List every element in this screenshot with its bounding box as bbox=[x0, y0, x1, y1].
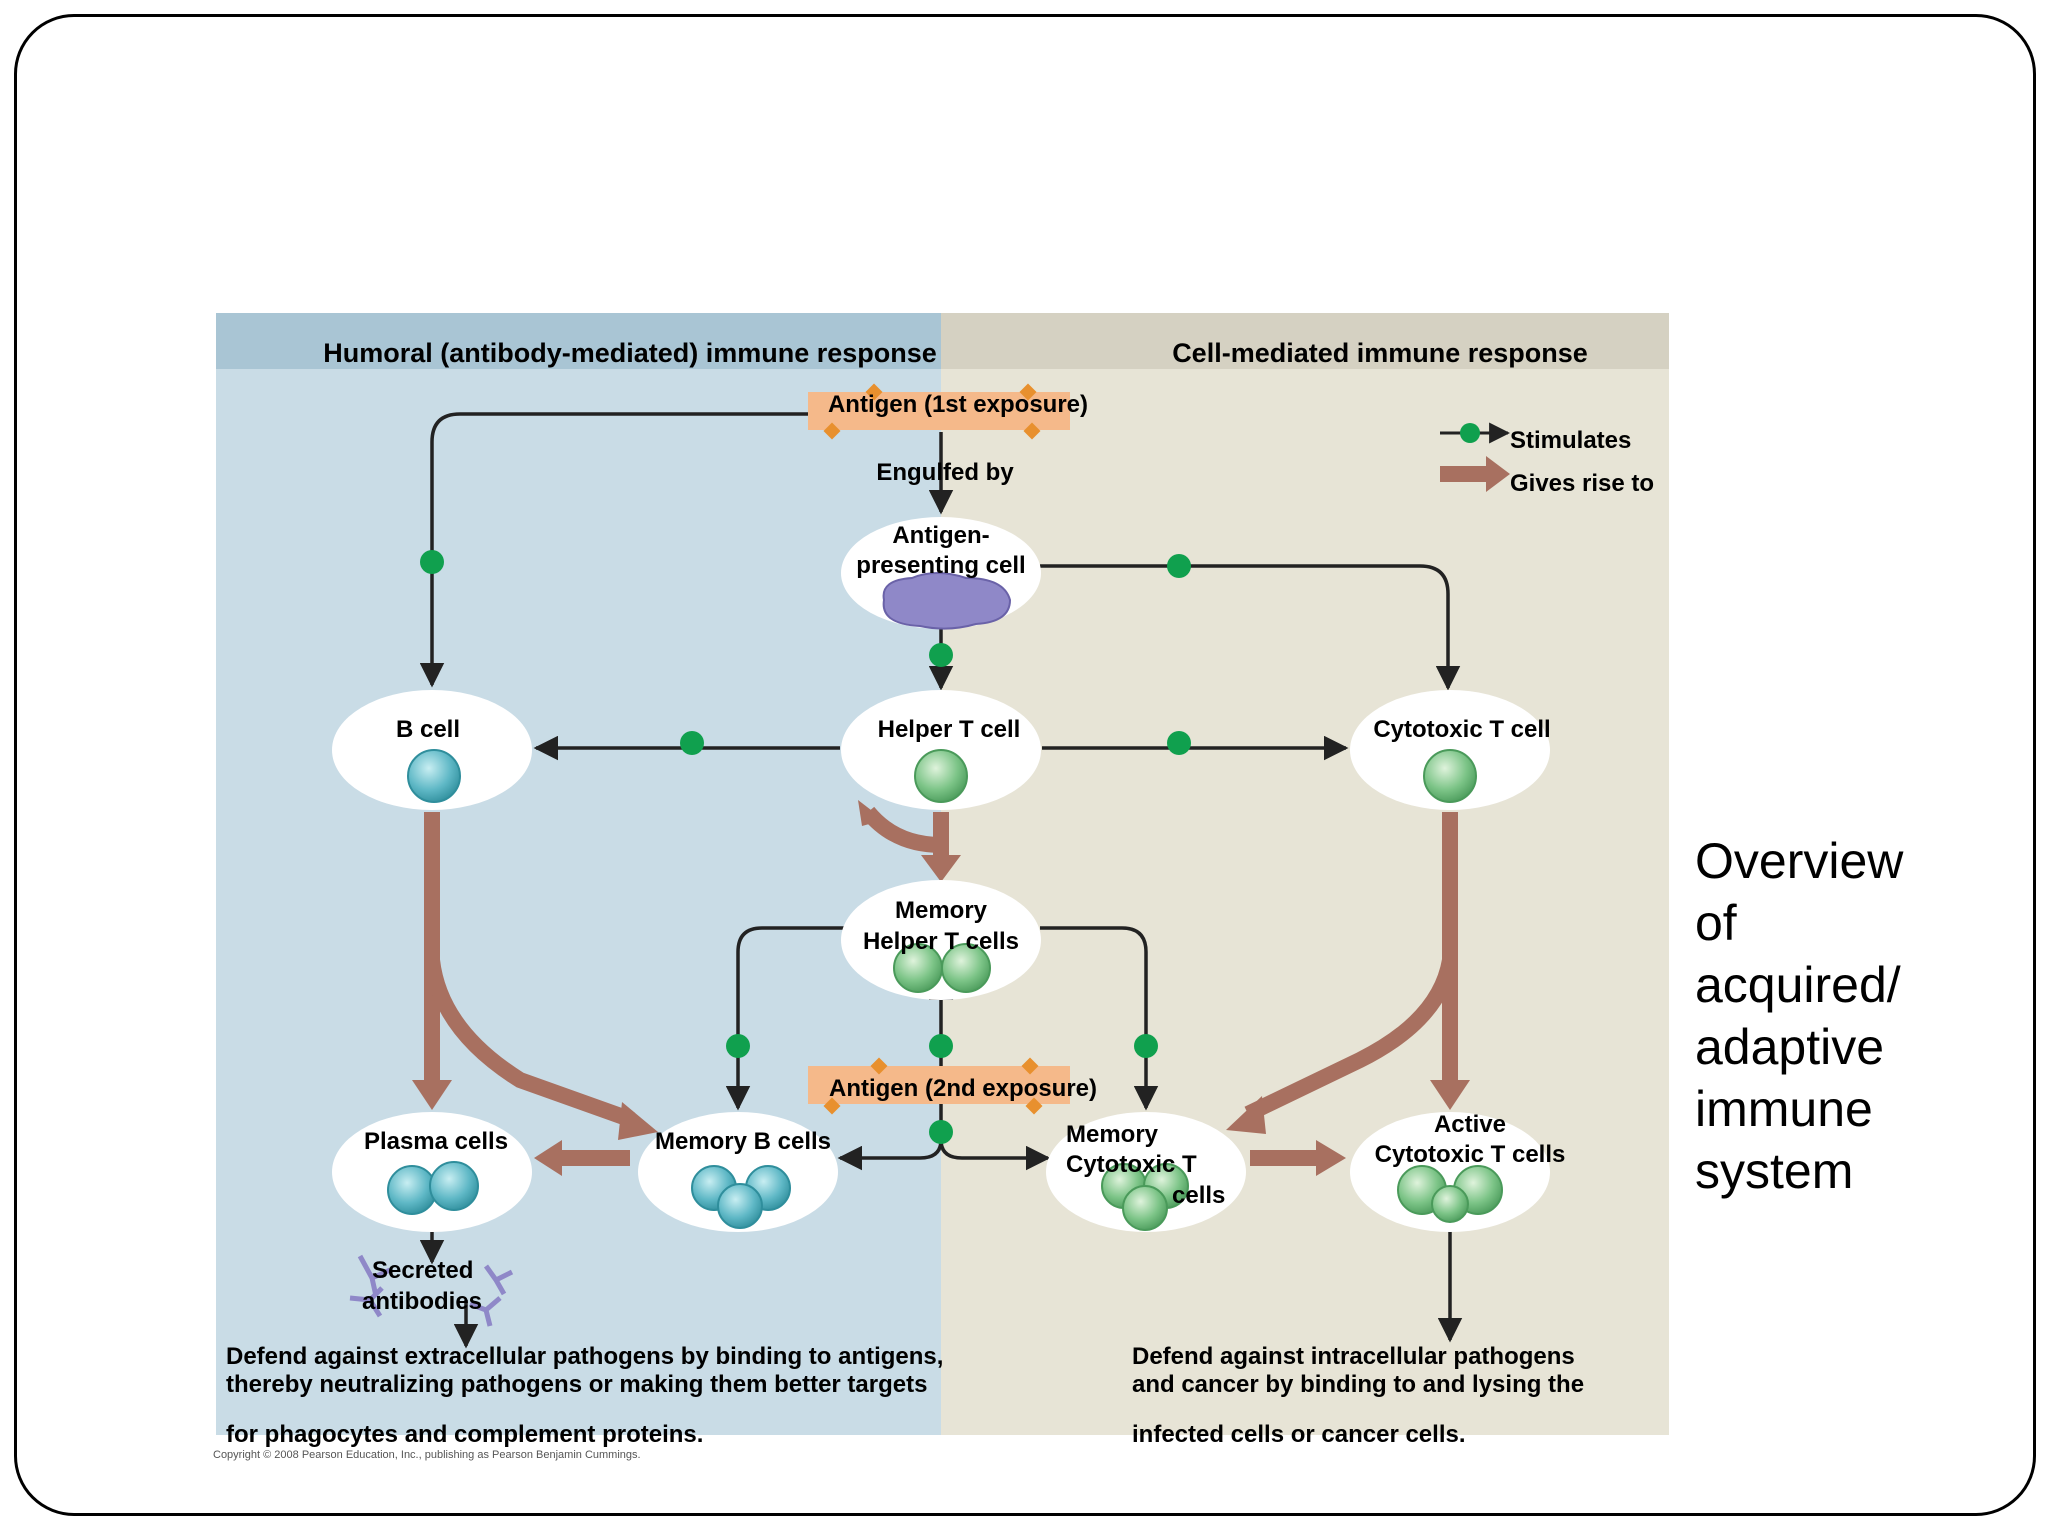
b-cell-label: B cell bbox=[396, 716, 460, 743]
memory-b-node bbox=[638, 1112, 838, 1232]
footer-left-line2: thereby neutralizing pathogens or making… bbox=[226, 1371, 927, 1398]
memory-cytotoxic-label-line1: Memory bbox=[1066, 1121, 1159, 1148]
memory-cytotoxic-cells-icon bbox=[1101, 1163, 1189, 1231]
footer-right-line1: Defend against intracellular pathogens bbox=[1132, 1343, 1575, 1370]
memory-b-label: Memory B cells bbox=[655, 1128, 831, 1155]
legend-gives-rise-to: Gives rise to bbox=[1510, 470, 1654, 497]
secreted-antibodies-line2: antibodies bbox=[362, 1288, 482, 1315]
slide-title-line: immune bbox=[1695, 1081, 1873, 1137]
footer-left-line3: for phagocytes and complement proteins. bbox=[226, 1421, 703, 1448]
humoral-header-bar bbox=[216, 313, 941, 369]
helper-t-label: Helper T cell bbox=[878, 716, 1021, 743]
memory-helper-label-line1: Memory bbox=[895, 897, 988, 924]
antigen-first-label: Antigen (1st exposure) bbox=[828, 391, 1088, 418]
slide-title-line: of bbox=[1695, 895, 1737, 951]
memory-helper-label-line2: Helper T cells bbox=[863, 928, 1019, 955]
apc-cell-icon bbox=[882, 572, 1012, 630]
engulfed-by-label: Engulfed by bbox=[876, 459, 1014, 486]
cytotoxic-t-cell-icon bbox=[1423, 749, 1477, 803]
slide-title-line: adaptive bbox=[1695, 1019, 1885, 1075]
memory-cytotoxic-label-line3: cells bbox=[1172, 1182, 1225, 1209]
slide-title: Overview of acquired/ adaptive immune sy… bbox=[1695, 830, 2025, 1202]
legend-stimulates: Stimulates bbox=[1510, 427, 1631, 454]
cell-mediated-header-bar bbox=[941, 313, 1669, 369]
active-cytotoxic-cells-icon bbox=[1397, 1165, 1503, 1223]
active-cytotoxic-label-line1: Active bbox=[1434, 1111, 1506, 1138]
footer-right-line3: infected cells or cancer cells. bbox=[1132, 1421, 1466, 1448]
cell-mediated-header: Cell-mediated immune response bbox=[1172, 338, 1588, 368]
antigen-particle-icons-2 bbox=[823, 1057, 1043, 1115]
apc-label-line1: Antigen- bbox=[892, 522, 989, 549]
plasma-label: Plasma cells bbox=[364, 1128, 508, 1155]
memory-helper-node bbox=[841, 880, 1041, 1000]
helper-t-cell-icon bbox=[914, 749, 968, 803]
footer-left-line1: Defend against extracellular pathogens b… bbox=[226, 1343, 943, 1370]
apc-label-line2: presenting cell bbox=[856, 552, 1025, 579]
gives-rise-arrow-icon bbox=[1440, 456, 1510, 492]
stimulate-dots bbox=[420, 550, 1191, 1144]
cell-mediated-panel bbox=[941, 313, 1669, 1435]
memory-cytotoxic-label-line2: Cytotoxic T bbox=[1066, 1151, 1197, 1178]
humoral-header: Humoral (antibody-mediated) immune respo… bbox=[323, 338, 937, 368]
gives-rise-heads bbox=[412, 800, 1470, 1176]
active-cytotoxic-label-line2: Cytotoxic T cells bbox=[1375, 1141, 1566, 1168]
antigen-second-label: Antigen (2nd exposure) bbox=[829, 1075, 1097, 1102]
secreted-antibodies-line1: Secreted bbox=[372, 1257, 473, 1284]
memory-cytotoxic-node bbox=[1046, 1112, 1246, 1232]
slide-title-line: system bbox=[1695, 1143, 1854, 1199]
b-cell-icon bbox=[407, 749, 461, 803]
footer-right-line2: and cancer by binding to and lysing the bbox=[1132, 1371, 1584, 1398]
slide-title-line: acquired/ bbox=[1695, 957, 1901, 1013]
stimulates-dot-icon bbox=[1460, 423, 1480, 443]
copyright-text: Copyright © 2008 Pearson Education, Inc.… bbox=[213, 1449, 641, 1461]
memory-helper-cells-icon bbox=[893, 943, 991, 993]
memory-b-cells-icon bbox=[691, 1165, 791, 1229]
cytotoxic-t-label: Cytotoxic T cell bbox=[1373, 716, 1550, 743]
legend: Stimulates Gives rise to bbox=[1440, 422, 1654, 497]
plasma-cells-icon bbox=[387, 1161, 479, 1215]
active-cytotoxic-node bbox=[1350, 1112, 1550, 1232]
slide-title-line: Overview bbox=[1695, 833, 1904, 889]
humoral-panel bbox=[216, 313, 941, 1435]
antigen-second-band bbox=[808, 1066, 1070, 1104]
antibody-icons bbox=[349, 1254, 514, 1327]
plasma-node bbox=[332, 1112, 532, 1232]
antigen-particle-icons bbox=[823, 383, 1041, 440]
